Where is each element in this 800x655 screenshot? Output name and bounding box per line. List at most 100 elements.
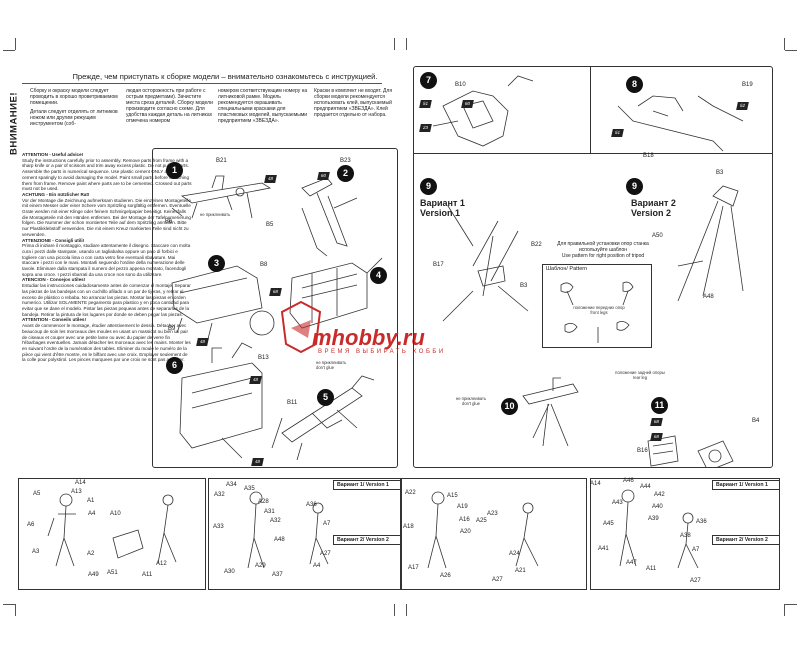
part-label: A37 <box>272 572 283 578</box>
variant-label: Вариант 1/ Version 1 <box>712 480 780 490</box>
step-number: 10 <box>501 398 518 415</box>
part-label: B10 <box>455 82 466 88</box>
tripod-pattern: Шаблон/ Pattern положение передних опор … <box>542 264 652 348</box>
part-label: A4 <box>88 511 96 517</box>
part-label: A26 <box>440 573 451 579</box>
part-label: A7 <box>323 521 331 527</box>
part-label: A27 <box>690 578 701 584</box>
sprue-tag: 23 <box>419 124 432 132</box>
intro-col-1: Сборку и окраску модели следует проводит… <box>30 88 118 127</box>
step-number: 1 <box>166 162 183 179</box>
assembly-drawings-right <box>432 75 744 468</box>
sprue-tag: 51 <box>419 100 432 108</box>
part-label: A41 <box>598 546 609 552</box>
part-label: A34 <box>226 482 237 488</box>
part-label: A25 <box>476 518 487 524</box>
intro-col-3: номером соответствующим номеру на литник… <box>218 88 308 124</box>
variant-label: Вариант 1/ Version 1 <box>333 480 401 490</box>
intro-paragraph: Детали следует отделять от литников ножо… <box>30 109 118 127</box>
pattern-instruction: Для правильной установки опор станка исп… <box>557 241 649 259</box>
part-label: A40 <box>652 504 663 510</box>
assembly-frame-right <box>413 66 773 468</box>
frame-divider <box>590 66 591 154</box>
part-label: A46 <box>623 478 634 484</box>
crop-mark <box>15 38 16 50</box>
figure-panel-2 <box>208 478 401 590</box>
part-label: A31 <box>264 509 275 515</box>
pattern-marks <box>560 281 634 343</box>
part-label: A36 <box>306 502 317 508</box>
advice-es: ATENCION - Consejos utiles!Estudiar las … <box>22 277 191 317</box>
part-label: A19 <box>457 504 468 510</box>
part-label: A15 <box>447 493 458 499</box>
step-number: 4 <box>370 267 387 284</box>
watermark-slogan: ВРЕМЯ ВЫБИРАТЬ ХОББИ <box>318 349 446 355</box>
step-number: 3 <box>208 255 225 272</box>
part-label: A48 <box>703 294 714 300</box>
part-label: B13 <box>258 355 269 361</box>
dont-glue-note: не приклеивать <box>200 212 231 217</box>
part-label: A29 <box>255 563 266 569</box>
part-label: A11 <box>646 566 657 572</box>
part-label: B16 <box>637 448 648 454</box>
crop-mark <box>15 604 16 616</box>
part-label: A45 <box>603 521 614 527</box>
part-label: A38 <box>680 533 691 539</box>
assembly-drawings-left <box>171 175 383 461</box>
sprue-tag: 48 <box>249 376 262 384</box>
part-label: A21 <box>515 568 526 574</box>
crop-mark <box>784 604 785 616</box>
figure-drawings <box>47 489 699 569</box>
part-label: A27 <box>320 551 331 557</box>
sprue-tag: 68 <box>650 433 663 441</box>
intro-paragraph: Сборку и окраску модели следует проводит… <box>30 88 118 106</box>
sprue-tag: 60 <box>461 100 474 108</box>
part-label: A1 <box>87 498 95 504</box>
sprue-tag: 48 <box>264 175 277 183</box>
crop-mark <box>3 604 15 605</box>
part-label: B6 <box>165 219 173 225</box>
part-label: A39 <box>648 516 659 522</box>
step-number: 9 <box>626 178 643 195</box>
part-label: A3 <box>32 549 40 555</box>
variant-label: Вариант 2/ Version 2 <box>712 535 780 545</box>
intro-col-4: Краски в комплект не входят. Для сборки … <box>314 88 393 118</box>
part-label: A30 <box>224 569 235 575</box>
advice-sections: ATTENTION - Useful advice!Study the inst… <box>22 152 192 363</box>
part-label: A13 <box>71 489 82 495</box>
step-number: 5 <box>317 389 334 406</box>
crop-mark <box>394 38 395 50</box>
figure-panel-1 <box>18 478 206 590</box>
sprue-tag: 48 <box>251 458 264 466</box>
part-label: A17 <box>408 565 419 571</box>
part-label: B4 <box>752 418 760 424</box>
part-label: B17 <box>433 262 444 268</box>
advice-de: ACHTUNG - Ein nützlicher Rat!Vor der Mon… <box>22 191 191 237</box>
part-label: A32 <box>270 518 281 524</box>
part-label: A16 <box>459 517 470 523</box>
variant-2-title: Вариант 2 Version 2 <box>631 198 676 218</box>
part-label: B9 <box>168 326 176 332</box>
advice-it: ATTENZIONE - Consigli utili!Prima di ini… <box>22 237 191 277</box>
sprue-tag: 51 <box>611 129 624 137</box>
part-label: A33 <box>213 524 224 530</box>
sprue-tag: 48 <box>196 338 209 346</box>
part-label: A51 <box>107 570 118 576</box>
figure-panel-3 <box>401 478 587 590</box>
part-label: A6 <box>27 522 35 528</box>
crop-mark <box>785 604 797 605</box>
part-label: A43 <box>612 500 623 506</box>
watermark-logo: mhobby.ru <box>312 325 425 350</box>
crop-mark <box>394 604 395 616</box>
title-rule <box>22 83 382 84</box>
warning-label: ВНИМАНИЕ! <box>8 92 20 156</box>
pattern-title: Шаблон/ Pattern <box>546 266 588 272</box>
part-label: A12 <box>156 561 167 567</box>
front-legs-label: положение передних опор front legs <box>573 305 625 315</box>
part-label: A35 <box>244 486 255 492</box>
page-title: Прежде, чем приступать к сборке модели –… <box>72 72 378 81</box>
intro-col-2: людая осторожность при работе с острым п… <box>126 88 213 124</box>
part-label: B21 <box>216 158 227 164</box>
part-label: A50 <box>652 233 663 239</box>
part-label: A36 <box>696 519 707 525</box>
